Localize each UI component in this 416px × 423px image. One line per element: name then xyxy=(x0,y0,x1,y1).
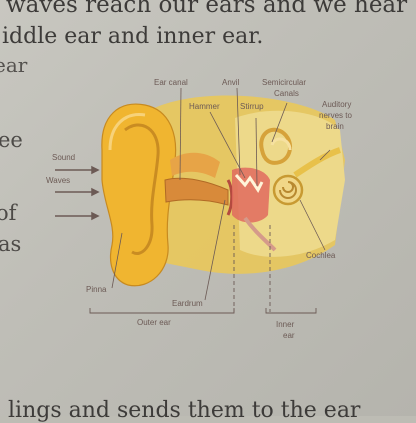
cochlea-shape xyxy=(272,174,304,206)
body-text-line: iddle ear and inner ear. xyxy=(2,24,264,49)
side-text-fragment: ear xyxy=(0,53,28,77)
label-anvil: Anvil xyxy=(222,78,240,87)
label-semicircular-line1: Semicircular xyxy=(262,78,306,87)
eardrum-shape xyxy=(226,179,234,216)
side-text-fragment: as xyxy=(0,232,22,256)
label-auditory-line3: brain xyxy=(326,122,344,131)
label-pinna: Pinna xyxy=(86,285,107,294)
label-outer-ear: Outer ear xyxy=(137,318,171,327)
label-auditory-line2: nerves to xyxy=(319,111,352,120)
label-stirrup: Stirrup xyxy=(240,102,264,111)
label-hammer: Hammer xyxy=(189,102,220,111)
label-sound-line2: Waves xyxy=(46,176,70,185)
label-cochlea: Cochlea xyxy=(306,251,336,260)
label-inner-line2: ear xyxy=(283,331,295,340)
cochlea-spiral-shape xyxy=(279,181,297,199)
pinna-inner-fold-shape xyxy=(124,123,160,255)
label-eardrum: Eardrum xyxy=(172,299,203,308)
semicircular-canals-shape xyxy=(270,137,292,151)
label-sound-line1: Sound xyxy=(52,153,75,162)
ear-canal-shape xyxy=(164,177,229,206)
label-ear-canal: Ear canal xyxy=(154,78,188,87)
label-inner-line1: Inner xyxy=(276,320,295,329)
label-auditory-line1: Auditory xyxy=(322,100,351,109)
eustachian-tube-shape xyxy=(243,216,277,252)
pinna-helix-rim-shape xyxy=(108,113,146,151)
body-text-line: waves reach our ears and we hear xyxy=(6,0,408,18)
cartilage-shape xyxy=(170,152,220,178)
ossicles-shape xyxy=(234,173,264,193)
side-text-fragment: of xyxy=(0,201,17,225)
label-semicircular-line2: Canals xyxy=(274,89,299,98)
auditory-nerve-shape xyxy=(293,147,342,178)
sound-wave-arrows xyxy=(55,165,100,221)
side-text-fragment: ee xyxy=(0,128,23,152)
